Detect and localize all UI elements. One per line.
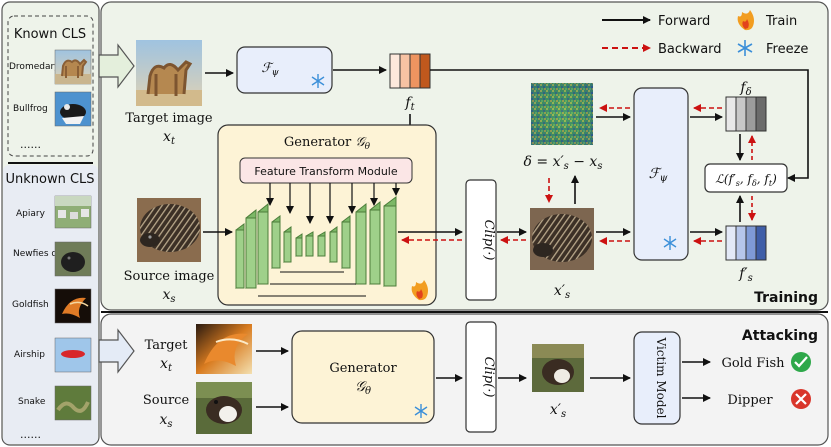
unet-encoder-decoder: [235, 196, 397, 290]
unknown-to-attacking-arrow: [98, 328, 135, 374]
legend-train-label: Train: [765, 14, 797, 29]
legend-snowflake-icon: [737, 40, 753, 56]
unknown-label-goldfish: Goldfish: [12, 300, 49, 310]
clip-box-training: [465, 179, 497, 301]
fs-feature-vector: [725, 225, 767, 261]
snake-thumbnail: [54, 385, 92, 421]
delta-equation: δ = x′s − xs: [524, 154, 603, 172]
legend-forward-label: Forward: [658, 14, 710, 29]
newfies-dog-thumbnail: [54, 241, 92, 277]
source-image: [137, 198, 201, 262]
ftm-label: Feature Transform Module: [254, 165, 398, 178]
attack-generator-label: Generator: [329, 361, 397, 376]
legend-fire-icon: [737, 10, 754, 31]
unknown-label-newfies-dog: Newfies dog: [13, 249, 68, 259]
dromedary-thumbnail: [54, 49, 92, 85]
victim-model-label: Victim Model: [654, 337, 668, 419]
fdelta-feature-vector: [725, 96, 767, 132]
unknown-cls-title: Unknown CLS: [5, 172, 94, 187]
target-image-label: Target image: [125, 111, 213, 126]
unknown-panel-bg: [3, 165, 98, 444]
known-cls-title: Known CLS: [14, 27, 86, 42]
arrow-ft-to-loss: [430, 69, 809, 182]
apiary-thumbnail: [54, 195, 92, 229]
clip-label-attacking: Clip(·): [481, 357, 496, 398]
known-label-dromedary: Dromedary: [9, 62, 60, 72]
attack-target-image: [196, 324, 252, 374]
check-icon: [791, 352, 811, 372]
generator-fire-icon: [411, 280, 428, 301]
output-goldfish-label: Gold Fish: [721, 356, 785, 371]
adversarial-image-training: [530, 208, 594, 270]
loss-box: [704, 163, 788, 193]
known-label-bullfrog: Bullfrog: [13, 104, 48, 114]
attacking-section-label: Attacking: [742, 328, 818, 344]
source-image-label: Source image: [124, 269, 215, 284]
perturbation-noise-image: [531, 83, 593, 145]
ft-feature-vector: [389, 53, 431, 89]
training-section-label: Training: [754, 290, 818, 306]
known-to-training-arrow: [98, 43, 135, 89]
attack-target-label: Target: [145, 338, 189, 353]
output-dipper-label: Dipper: [727, 393, 773, 408]
unknown-label-airship: Airship: [14, 350, 45, 360]
unknown-label-snake: Snake: [18, 397, 46, 407]
unet-skip-lines: [258, 271, 366, 297]
clip-box-attacking: [465, 321, 497, 433]
extractor-top-snowflake-icon: [311, 74, 325, 88]
legend-freeze-label: Freeze: [766, 42, 808, 57]
target-image: [136, 40, 202, 106]
known-classes-box: [7, 15, 94, 157]
attack-generator-box: [291, 330, 435, 424]
ftm-to-unet-arrows: [266, 183, 400, 224]
extractor-main-snowflake-icon: [663, 236, 677, 250]
unknown-more: ......: [20, 428, 41, 441]
attack-adversarial-image: [532, 344, 584, 392]
clip-label-training: Clip(·): [481, 220, 496, 261]
airship-thumbnail: [54, 337, 92, 373]
attack-source-label: Source: [143, 393, 190, 408]
goldfish-thumbnail: [54, 288, 92, 324]
loss-label: ℒ(f′s, fδ, ft): [715, 172, 777, 188]
attack-generator-snowflake-icon: [414, 404, 428, 418]
legend-backward-label: Backward: [658, 42, 722, 57]
cross-icon: [791, 389, 811, 409]
unknown-label-apiary: Apiary: [16, 209, 46, 219]
attack-source-image: [196, 382, 252, 434]
feature-transform-module: [239, 157, 413, 184]
ft-label: ft: [404, 95, 415, 113]
generator-title: Generator 𝒢θ: [284, 135, 371, 152]
victim-model-box: [633, 331, 681, 425]
feature-extractor-top: [236, 46, 333, 94]
bullfrog-thumbnail: [54, 91, 92, 127]
feature-extractor-main: [633, 87, 689, 261]
known-more: ......: [20, 138, 41, 151]
